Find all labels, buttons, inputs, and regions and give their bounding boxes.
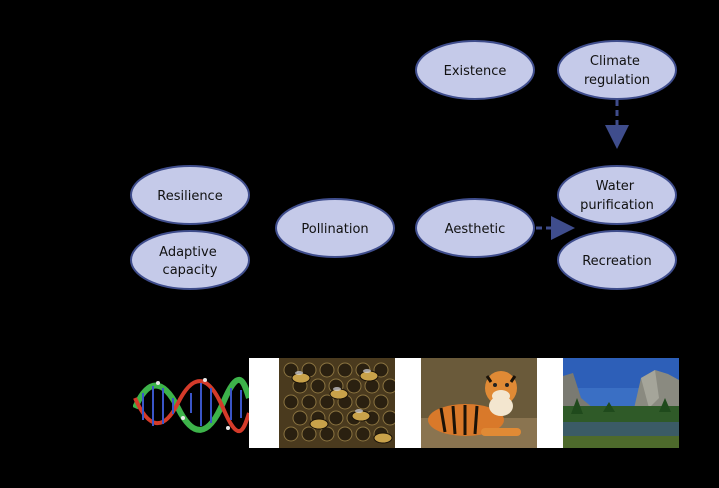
tiger-image xyxy=(421,358,537,448)
honeybee-comb-image xyxy=(279,358,395,448)
dna-helix-image xyxy=(133,358,249,448)
node-adaptive-capacity-line-2: capacity xyxy=(163,263,218,278)
node-adaptive-capacity-line-1: Adaptive xyxy=(159,245,217,260)
node-recreation-label: Recreation xyxy=(582,254,652,269)
node-pollination-label: Pollination xyxy=(301,222,368,237)
node-water-purification-label: Water purification xyxy=(580,179,654,213)
node-resilience-label: Resilience xyxy=(157,189,222,204)
node-pollination: Pollination xyxy=(275,198,395,258)
node-climate-regulation: Climate regulation xyxy=(557,40,677,100)
landscape-icon xyxy=(563,358,679,448)
node-adaptive-capacity-label: Adaptive capacity xyxy=(159,245,221,278)
node-aesthetic-label: Aesthetic xyxy=(445,222,506,237)
valley-river-landscape-image xyxy=(563,358,679,448)
photo-strip xyxy=(133,358,679,448)
node-climate-regulation-line-2: regulation xyxy=(584,73,650,88)
node-existence: Existence xyxy=(415,40,535,100)
dna-helix-icon xyxy=(133,358,249,448)
node-water-purification-line-1: Water xyxy=(596,179,635,194)
node-adaptive-capacity: Adaptive capacity xyxy=(130,230,250,290)
tiger-icon xyxy=(421,358,537,448)
node-climate-regulation-label: Climate regulation xyxy=(584,54,650,88)
honeybee-icon xyxy=(279,358,395,448)
node-aesthetic: Aesthetic xyxy=(415,198,535,258)
node-existence-label: Existence xyxy=(444,64,507,79)
node-resilience: Resilience xyxy=(130,165,250,225)
node-water-purification: Water purification xyxy=(557,165,677,225)
node-water-purification-line-2: purification xyxy=(580,198,654,213)
node-climate-regulation-line-1: Climate xyxy=(590,54,640,69)
node-recreation: Recreation xyxy=(557,230,677,290)
